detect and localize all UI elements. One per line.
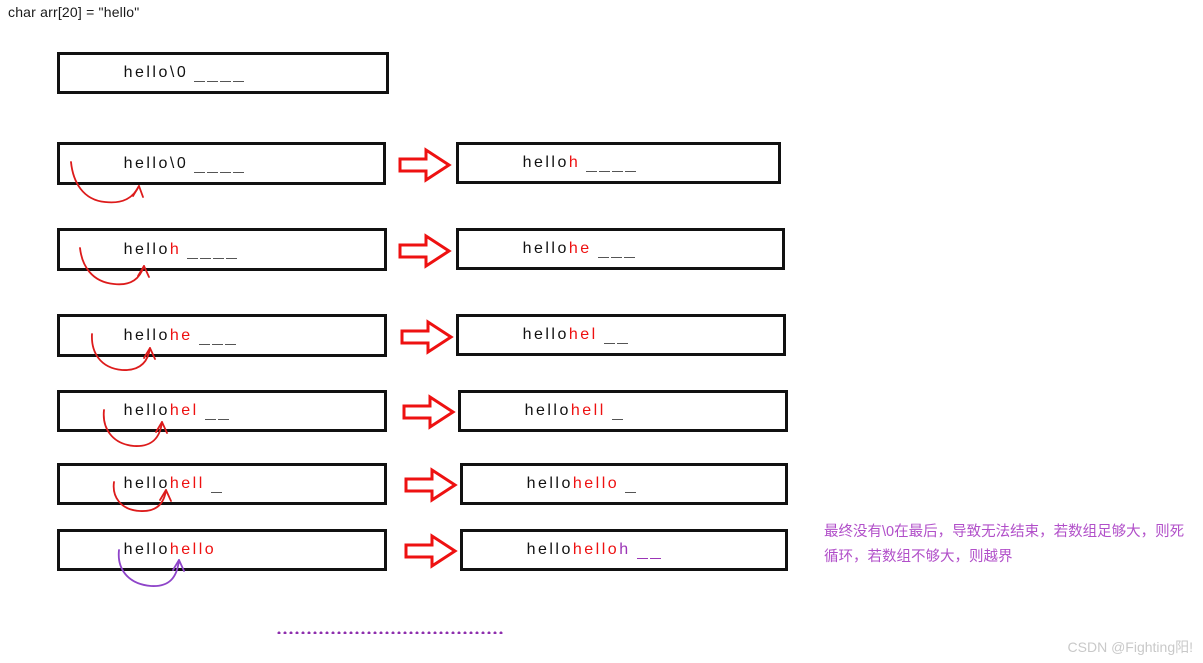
segment-overflow: h <box>619 541 631 558</box>
array-box-right: hellohe <box>456 228 785 270</box>
row-step-4: hellohel hellohell <box>0 390 1203 460</box>
segment-original: hello <box>123 64 170 81</box>
array-box-right: hellohello <box>460 463 788 505</box>
row-step-6: hellohello hellohelloh <box>0 529 1203 599</box>
segment-appended: hello <box>572 475 620 492</box>
explanation-note: 最终没有\0在最后，导致无法结束，若数组足够大，则死 循环，若数组不够大，则越界 <box>824 520 1198 570</box>
transition-arrow-icon <box>402 394 456 430</box>
note-line-2: 循环，若数组不够大，则越界 <box>824 549 1013 565</box>
array-cells: hellohe <box>60 312 238 360</box>
segment-appended: hello <box>572 541 620 558</box>
array-cells: hellohello <box>463 460 638 508</box>
array-cells: hellohelloh <box>463 526 663 574</box>
segment-null-terminator: \0 <box>169 154 189 172</box>
segment-original: hello <box>123 541 170 558</box>
empty-slots <box>625 481 638 497</box>
array-box-left: hello\0 <box>57 142 386 185</box>
transition-arrow-icon <box>404 533 458 569</box>
array-box-left: hellohel <box>57 390 387 432</box>
array-cells: hellohello <box>60 526 216 574</box>
empty-slots <box>194 161 246 177</box>
empty-slots <box>636 547 663 563</box>
array-cells: hello\0 <box>60 49 246 97</box>
segment-appended: hell <box>169 475 205 492</box>
array-box-right: hellohel <box>456 314 786 356</box>
dotted-divider <box>276 630 504 634</box>
row-step-5: hellohell hellohello <box>0 463 1203 533</box>
segment-original: hello <box>522 240 569 257</box>
segment-original: hello <box>524 402 571 419</box>
transition-arrow-icon <box>400 319 454 355</box>
segment-appended: h <box>568 154 581 171</box>
transition-arrow-icon <box>398 147 452 183</box>
segment-original: hello <box>123 402 170 419</box>
array-cells: hellohel <box>459 311 630 359</box>
array-box-left: hellohell <box>57 463 387 505</box>
array-box-left: helloh <box>57 228 387 271</box>
empty-slots <box>198 333 238 349</box>
empty-slots <box>586 160 638 176</box>
transition-arrow-icon <box>398 233 452 269</box>
row-initial: hello\0 <box>0 52 1203 122</box>
segment-appended: hell <box>570 402 606 419</box>
array-cells: hello\0 <box>60 140 246 188</box>
segment-appended: h <box>169 240 182 258</box>
array-cells: helloh <box>60 226 239 274</box>
array-box-right: hellohell <box>458 390 788 432</box>
row-step-1: hello\0 helloh <box>0 142 1203 212</box>
segment-null-terminator: \0 <box>169 64 189 81</box>
segment-original: hello <box>123 326 170 344</box>
array-cells: helloh <box>459 139 638 187</box>
watermark-label: CSDN @Fighting阳! <box>1067 639 1193 655</box>
segment-appended: hello <box>169 541 217 558</box>
segment-original: hello <box>123 154 170 172</box>
empty-slots <box>603 332 630 348</box>
segment-original: hello <box>522 154 569 171</box>
segment-appended: hel <box>169 402 199 419</box>
segment-original: hello <box>123 475 170 492</box>
segment-appended: he <box>568 240 592 257</box>
array-cells: hellohe <box>459 225 637 273</box>
empty-slots <box>210 481 224 497</box>
array-box-left: hellohe <box>57 314 387 357</box>
code-declaration-line: char arr[20] = "hello" <box>8 4 140 20</box>
segment-original: hello <box>522 326 569 343</box>
empty-slots <box>597 246 637 262</box>
row-step-3: hellohe hellohel <box>0 314 1203 384</box>
empty-slots <box>187 247 239 263</box>
empty-slots <box>204 408 231 424</box>
array-box-left: hello\0 <box>57 52 389 94</box>
array-cells: hellohel <box>60 387 231 435</box>
segment-original: hello <box>526 475 573 492</box>
segment-appended: he <box>169 326 193 344</box>
array-cells: hellohell <box>60 460 224 508</box>
segment-original: hello <box>123 240 170 258</box>
row-step-2: helloh hellohe <box>0 228 1203 298</box>
array-box-right: hellohelloh <box>460 529 788 571</box>
empty-slots <box>611 408 625 424</box>
note-line-1: 最终没有\0在最后，导致无法结束，若数组足够大，则死 <box>824 524 1185 540</box>
transition-arrow-icon <box>404 467 458 503</box>
array-cells: hellohell <box>461 387 625 435</box>
array-box-right: helloh <box>456 142 781 184</box>
segment-original: hello <box>526 541 573 558</box>
empty-slots <box>194 70 246 86</box>
array-box-left: hellohello <box>57 529 387 571</box>
segment-appended: hel <box>568 326 598 343</box>
